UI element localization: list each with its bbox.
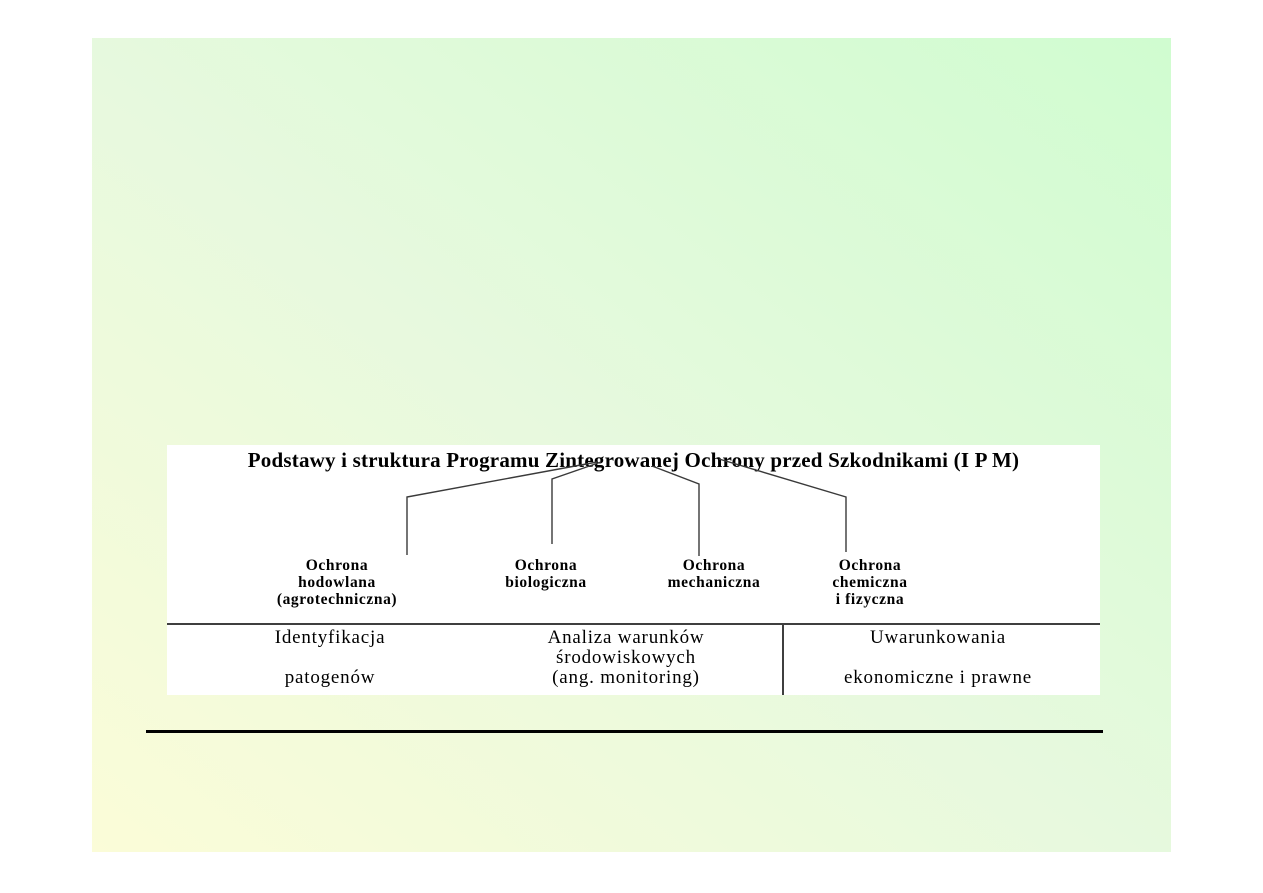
foundation-label-line: Uwarunkowania: [870, 627, 1006, 648]
foundation-label-line: [844, 648, 1032, 668]
connector-line-biologiczna: [551, 461, 602, 544]
diagram-title: Podstawy i struktura Programu Zintegrowa…: [247, 448, 1020, 472]
branch-label-line: hodowlana: [298, 574, 376, 591]
branch-label-line: i fizyczna: [835, 591, 905, 608]
connector-line-chemiczna: [718, 458, 847, 552]
foundation-label-line: Identyfikacja: [274, 627, 386, 648]
table-top-rule: [167, 623, 1100, 625]
foundation-uwarunkowania: Uwarunkowania ekonomiczne i prawne: [844, 628, 1032, 688]
branch-ochrona-biologiczna: Ochrona biologiczna: [505, 557, 587, 608]
branch-ochrona-mechaniczna: Ochrona mechaniczna: [668, 557, 761, 608]
foundation-label-line: patogenów: [284, 667, 376, 688]
diagram-panel: Podstawy i struktura Programu Zintegrowa…: [167, 445, 1100, 695]
branch-label-line: mechaniczna: [667, 574, 761, 591]
bottom-rule: [146, 730, 1103, 733]
branch-label-line: Ochrona: [682, 557, 746, 574]
connector-line-hodowlana: [406, 461, 598, 555]
branch-label-line: [668, 591, 761, 608]
branch-label-line: [505, 591, 587, 608]
foundation-label-line: środowiskowych: [556, 647, 696, 668]
foundation-label-line: ekonomiczne i prawne: [844, 667, 1032, 688]
table-divider: [782, 623, 784, 695]
branch-label-line: Ochrona: [838, 557, 902, 574]
connector-lines: [406, 458, 847, 556]
foundation-label-line: Analiza warunków: [547, 627, 705, 648]
branch-label-line: chemiczna: [832, 574, 908, 591]
slide-background: Podstawy i struktura Programu Zintegrowa…: [92, 38, 1171, 852]
foundation-identyfikacja: Identyfikacja patogenów: [275, 628, 386, 688]
branch-label-line: (agrotechniczna): [276, 591, 398, 608]
branch-ochrona-hodowlana: Ochrona hodowlana (agrotechniczna): [277, 557, 397, 608]
branch-label-line: Ochrona: [305, 557, 369, 574]
connector-line-mechaniczna: [651, 465, 700, 556]
foundation-analiza: Analiza warunków środowiskowych (ang. mo…: [548, 628, 705, 688]
branch-label-line: biologiczna: [505, 574, 587, 591]
branch-ochrona-chemiczna: Ochrona chemiczna i fizyczna: [832, 557, 907, 608]
foundation-label-line: [275, 648, 386, 668]
foundation-label-line: (ang. monitoring): [552, 667, 700, 688]
branch-label-line: Ochrona: [514, 557, 578, 574]
